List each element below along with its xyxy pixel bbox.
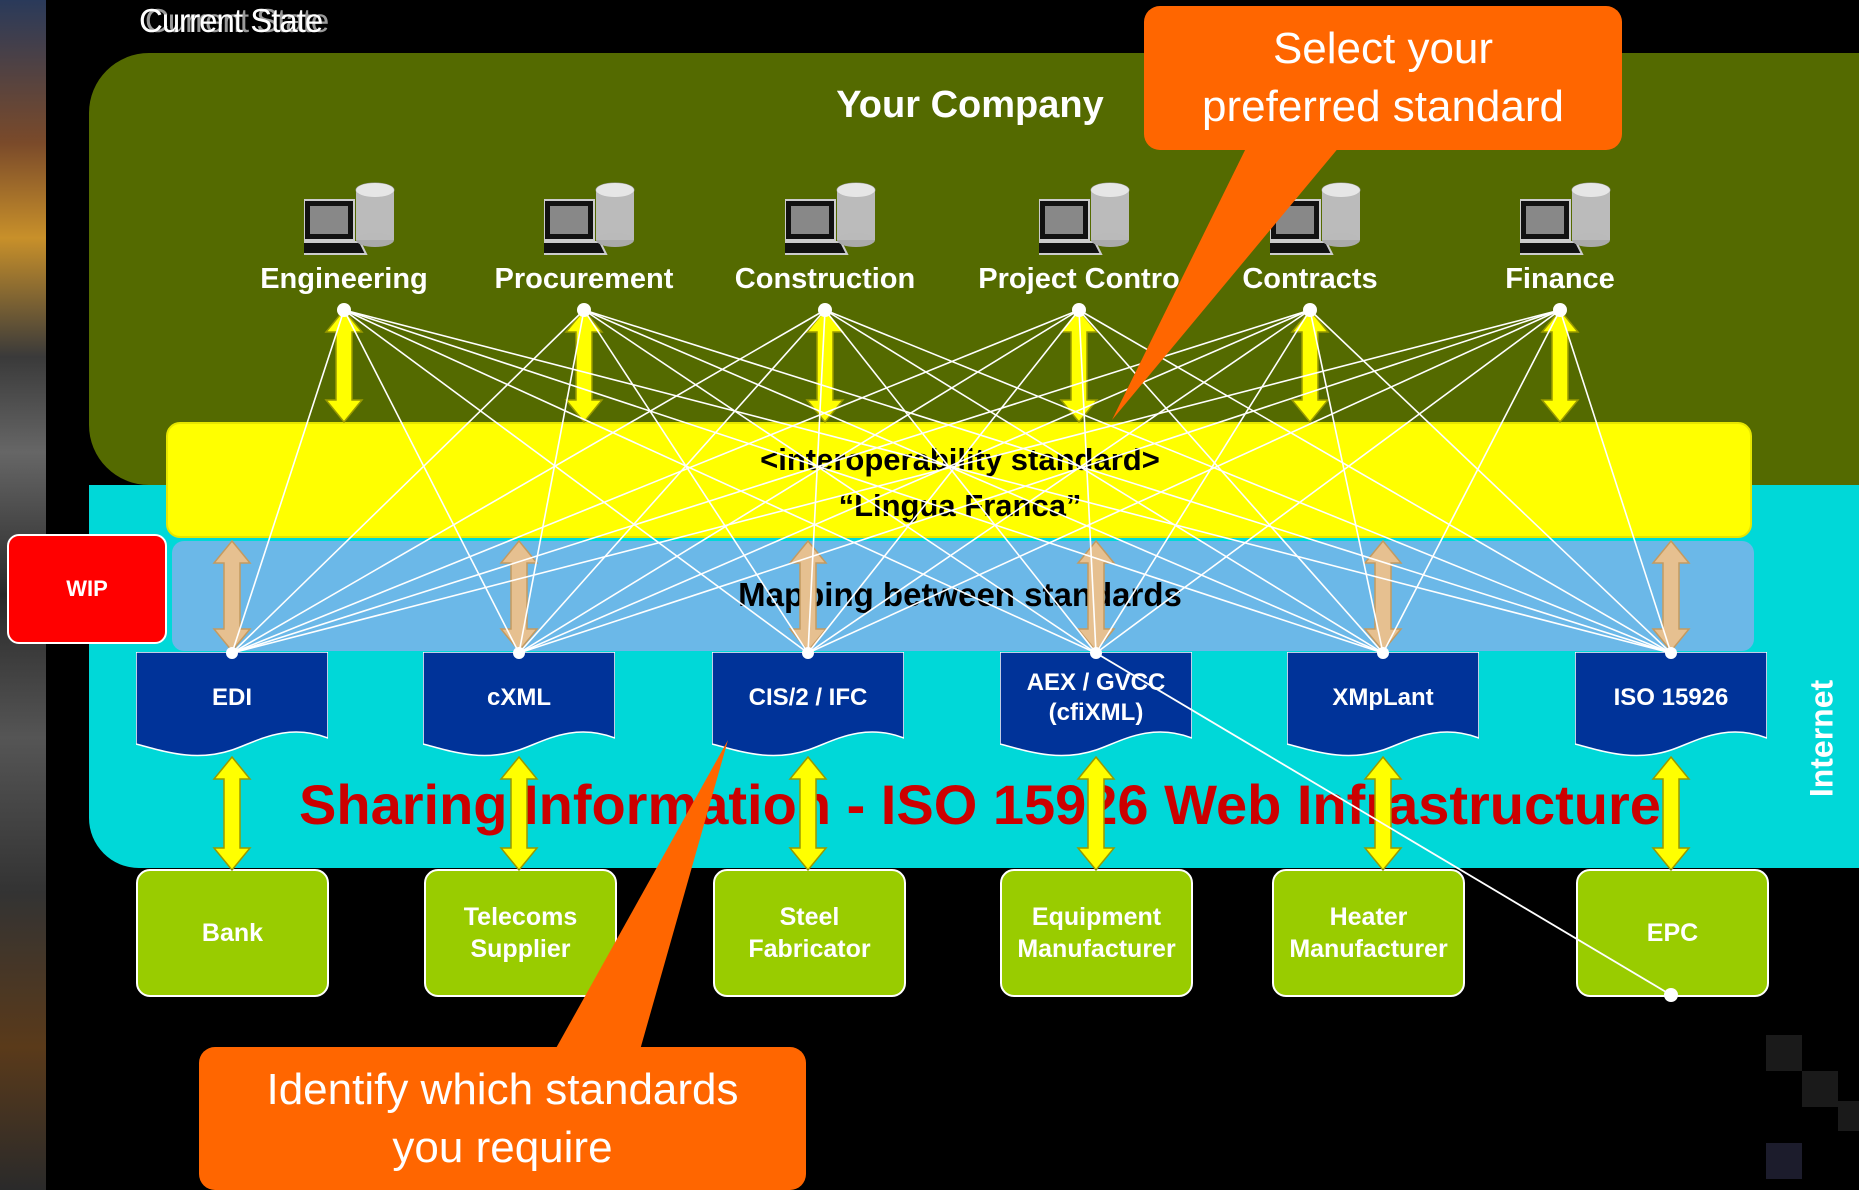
internet-label: Internet: [1803, 679, 1840, 798]
standard-label: CIS/2 / IFC: [712, 652, 904, 744]
slide-title: Current State Current State: [139, 2, 329, 39]
partner-label-line1: Equipment: [1031, 903, 1162, 931]
standard-label: ISO 15926: [1575, 652, 1767, 744]
computer-database-icon: [1506, 180, 1620, 260]
callout-select-standard: Select your preferred standard: [1144, 6, 1622, 150]
partner-label-line1: Telecoms: [463, 903, 578, 931]
partner-label-line2: Fabricator: [748, 935, 871, 963]
partner-label-line1: Steel: [779, 903, 840, 931]
standard-document: CIS/2 / IFC: [712, 652, 904, 762]
standard-document: ISO 15926: [1575, 652, 1767, 762]
partner-label-line1: Bank: [201, 919, 264, 947]
computer-database-icon: [771, 180, 885, 260]
standard-label: XMpLant: [1287, 652, 1479, 744]
standard-document: AEX / GVCC (cfiXML): [1000, 652, 1192, 762]
wip-badge: WIP: [7, 534, 167, 644]
standard-label-line1: XMpLant: [1332, 684, 1434, 711]
computer-database-icon: [1256, 180, 1370, 260]
interop-label-line1: <interoperability standard>: [760, 442, 1160, 477]
partner-label-line1: EPC: [1646, 919, 1699, 947]
headline: Sharing Information - ISO 15926 Web Infr…: [299, 773, 1661, 836]
standard-label-line1: cXML: [486, 684, 551, 711]
standard-document: XMpLant: [1287, 652, 1479, 762]
computer-database-icon: [1025, 180, 1139, 260]
standard-label-line2: (cfiXML): [1048, 699, 1144, 726]
standard-label-line1: AEX / GVCC: [1026, 669, 1166, 696]
standard-label-line1: CIS/2 / IFC: [748, 684, 868, 711]
department-label: Contracts: [1242, 263, 1378, 295]
standard-label: AEX / GVCC (cfiXML): [1000, 652, 1192, 744]
deco-square: [1802, 1071, 1838, 1107]
callout-identify-standards: Identify which standards you require: [199, 1047, 806, 1190]
standard-document: cXML: [423, 652, 615, 762]
partner-box: Bank: [136, 869, 329, 997]
partner-box: EPC: [1576, 869, 1769, 997]
computer-database-icon: [530, 180, 644, 260]
deco-square: [1766, 1035, 1802, 1071]
department-label: Finance: [1505, 263, 1615, 295]
standard-label: cXML: [423, 652, 615, 744]
partner-label-line2: Manufacturer: [1017, 935, 1176, 963]
partner-label: EPC: [1647, 917, 1698, 949]
standard-label-line1: ISO 15926: [1613, 684, 1729, 711]
department-label: Procurement: [494, 263, 674, 295]
department-label: Engineering: [260, 263, 428, 295]
interop-label-line2: “Lingua Franca”: [838, 488, 1082, 523]
partner-label-line1: Heater: [1329, 903, 1408, 931]
partner-label-line2: Manufacturer: [1289, 935, 1448, 963]
mapping-label: Mapping between standards: [738, 576, 1182, 613]
company-label: Your Company: [836, 84, 1104, 126]
deco-square: [1838, 1101, 1859, 1131]
partner-label: Bank: [202, 917, 263, 949]
computer-database-icon: [290, 180, 404, 260]
standard-label: EDI: [136, 652, 328, 744]
standard-label-line1: EDI: [211, 684, 252, 711]
department-label: Project Contro: [978, 263, 1180, 295]
department-label: Construction: [734, 263, 916, 295]
partner-label-line2: Supplier: [470, 935, 571, 963]
deco-square: [1766, 1143, 1802, 1179]
standard-document: EDI: [136, 652, 328, 762]
